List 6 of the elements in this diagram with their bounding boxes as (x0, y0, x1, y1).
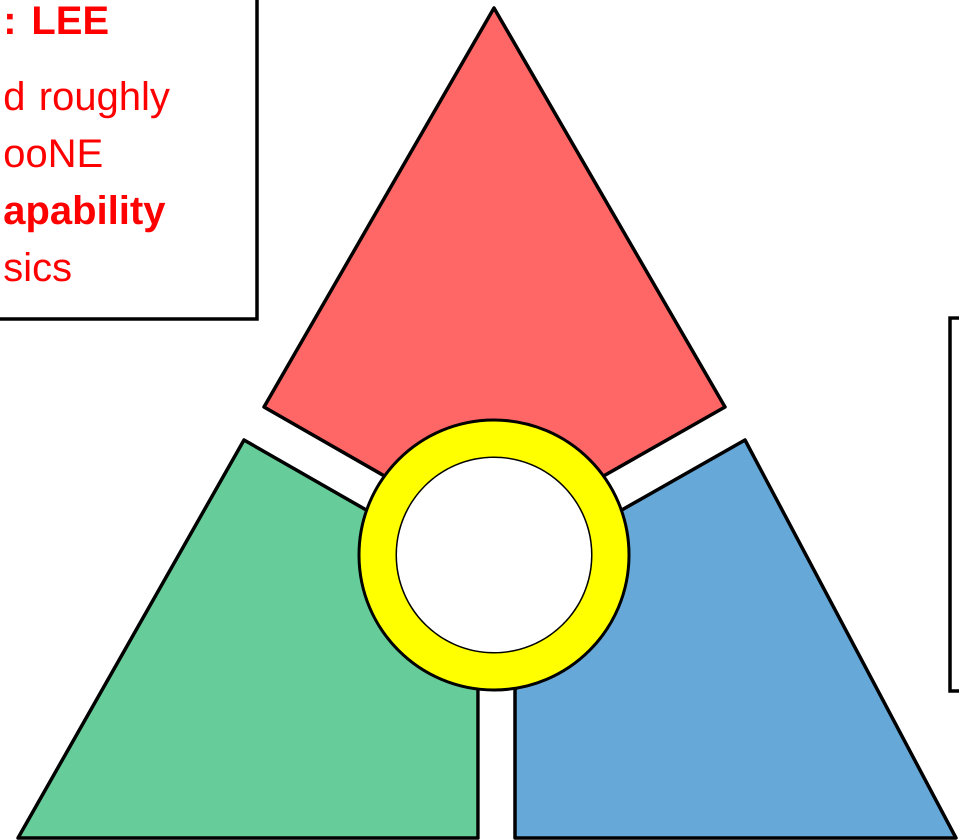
text-box (0, 0, 259, 321)
heading: : LEE (7, 6, 108, 34)
trapezoid-wedge (16, 438, 480, 840)
empty-box (948, 316, 959, 693)
trapezoid-wedge (513, 438, 958, 840)
body-text: d roughly ooNE apability sics (4, 81, 170, 282)
